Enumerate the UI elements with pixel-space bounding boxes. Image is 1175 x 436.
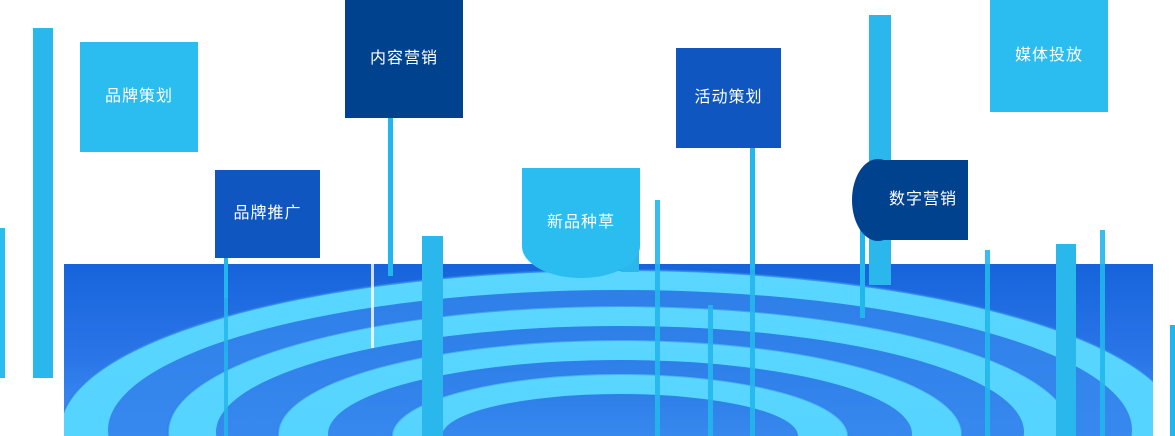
- card-connector-content-marketing: [388, 118, 393, 276]
- card-digital-marketing[interactable]: 数字营销: [878, 160, 968, 240]
- pillar-bar-11: [985, 250, 990, 436]
- card-label: 媒体投放: [1014, 47, 1083, 65]
- pillar-bar-7: [708, 305, 713, 436]
- pillar-bar-3: [371, 258, 374, 348]
- pillar-bar-12: [1056, 244, 1076, 436]
- card-label: 数字营销: [888, 191, 957, 209]
- pillar-bar-edge-left: [0, 228, 5, 378]
- card-label: 品牌策划: [104, 88, 173, 106]
- pillar-bar-2: [224, 238, 228, 436]
- pillar-bar-1: [33, 28, 53, 378]
- card-event-planning[interactable]: 活动策划: [676, 48, 781, 148]
- card-connector-brand-promotion: [224, 238, 228, 298]
- pillar-bar-14: [1170, 325, 1175, 436]
- platform-slab: [64, 264, 1153, 436]
- card-brand-promotion[interactable]: 品牌推广: [215, 170, 320, 258]
- card-brand-planning[interactable]: 品牌策划: [80, 42, 198, 152]
- pillar-bar-13: [1100, 230, 1105, 436]
- pillar-bar-8: [750, 148, 755, 436]
- card-media-placement[interactable]: 媒体投放: [990, 0, 1108, 112]
- pillar-bar-4: [422, 236, 443, 436]
- card-label: 新品种草: [546, 214, 615, 232]
- card-new-product-seeding[interactable]: 新品种草: [522, 168, 640, 278]
- card-label: 品牌推广: [233, 205, 302, 223]
- card-content-marketing[interactable]: 内容营销: [345, 0, 463, 118]
- card-connector-event-planning: [750, 148, 755, 270]
- card-label: 内容营销: [369, 50, 438, 68]
- pillar-bar-10: [860, 198, 865, 318]
- pillar-bar-6: [655, 200, 660, 436]
- card-label: 活动策划: [694, 89, 763, 107]
